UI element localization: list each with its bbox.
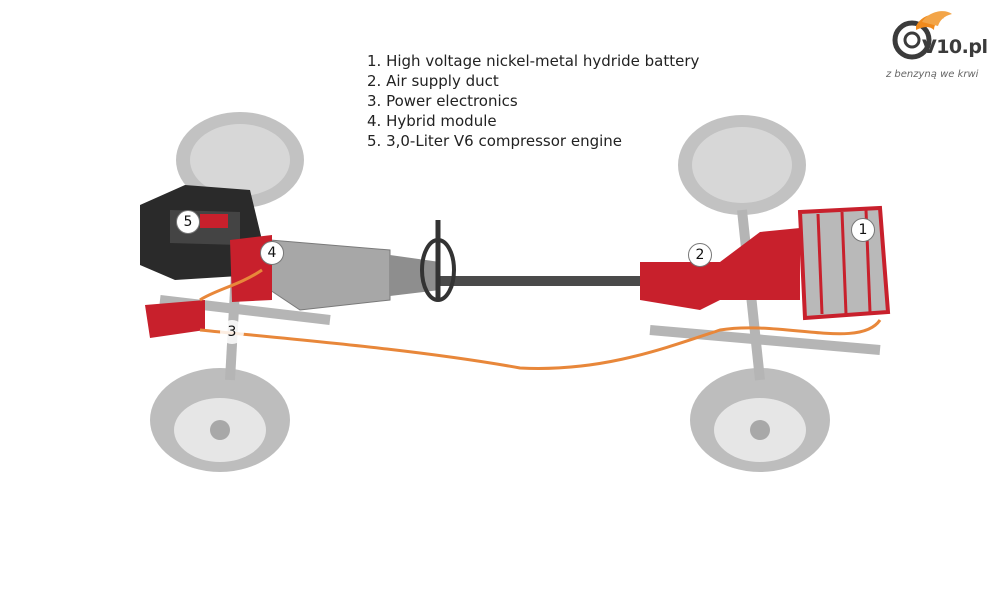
gear-shifter — [420, 220, 456, 302]
drive-shaft — [380, 276, 640, 286]
legend-item-battery: 1. High voltage nickel-metal hydride bat… — [367, 52, 700, 70]
engine-cable — [199, 268, 263, 302]
v10-logo-icon — [892, 11, 952, 60]
callout-3-power-electronics: 3 — [220, 320, 244, 344]
rear-left-wheel — [678, 115, 806, 215]
high-voltage-cable — [199, 319, 882, 370]
legend-item-power-electronics: 3. Power electronics — [367, 92, 518, 110]
front-right-wheel — [150, 368, 290, 472]
power-electronics — [145, 300, 205, 338]
callout-4-hybrid-module: 4 — [260, 241, 284, 265]
front-left-wheel — [176, 112, 304, 208]
callout-1-battery: 1 — [851, 218, 875, 242]
component-legend: 1. High voltage nickel-metal hydride bat… — [367, 51, 699, 151]
air-supply-duct — [640, 228, 800, 310]
transmission — [269, 239, 440, 311]
callout-5-engine: 5 — [176, 210, 200, 234]
brand-name: V10.pl — [922, 36, 988, 58]
legend-item-hybrid-module: 4. Hybrid module — [367, 112, 497, 130]
nimh-battery — [797, 205, 891, 321]
legend-item-air-duct: 2. Air supply duct — [367, 72, 499, 90]
legend-item-engine: 5. 3,0-Liter V6 compressor engine — [367, 132, 623, 150]
callout-2-air-duct: 2 — [688, 243, 712, 267]
brand-tagline: z benzyną we krwi — [886, 69, 979, 80]
rear-right-wheel — [690, 368, 830, 472]
